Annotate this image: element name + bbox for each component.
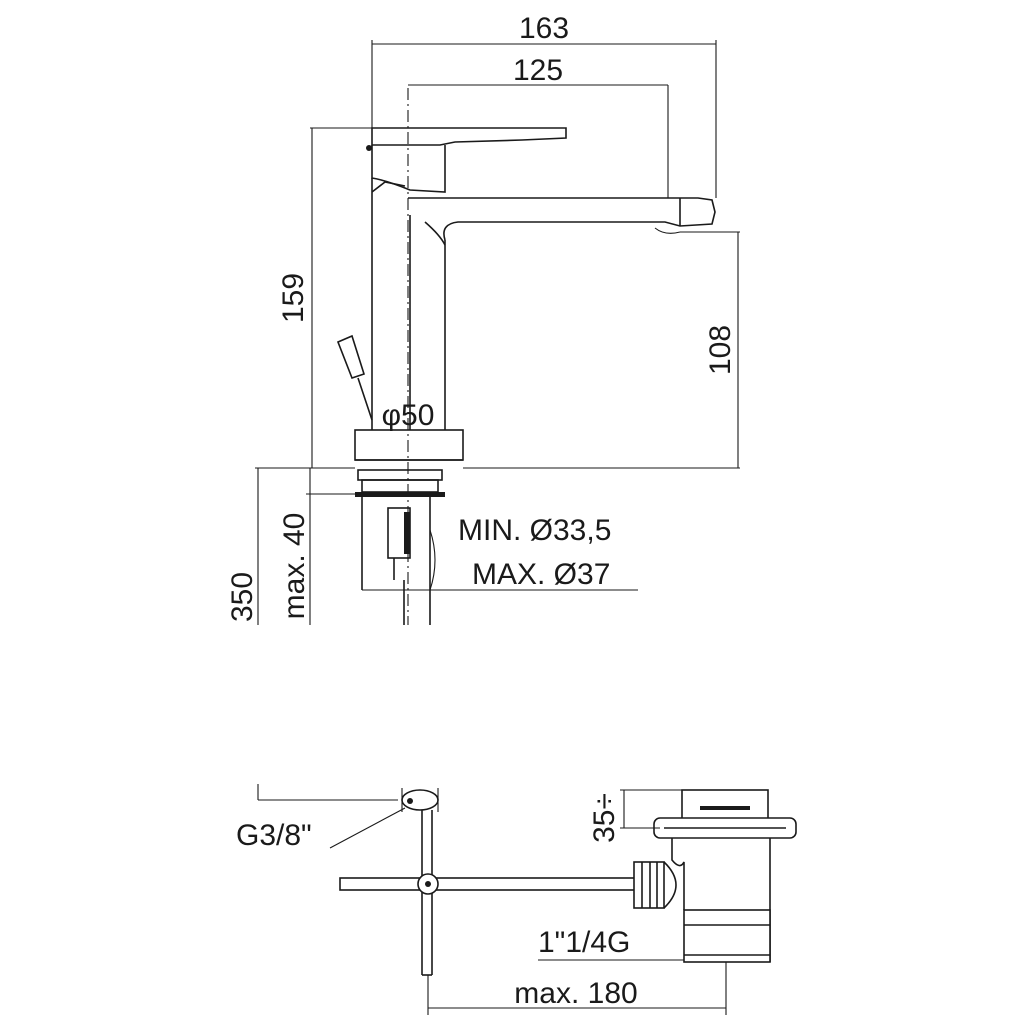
label-max40: max. 40	[278, 513, 311, 620]
label-1-1-4g: 1"1/4G	[538, 926, 630, 959]
waste-connector	[633, 861, 665, 909]
lever-handle	[371, 127, 567, 146]
label-phi50: φ50	[382, 399, 435, 432]
dimension-spout-height: 108	[463, 231, 740, 469]
washer-black	[355, 492, 445, 497]
fixing-nut	[361, 479, 439, 493]
lever-pivot	[366, 145, 372, 151]
spout	[408, 197, 716, 241]
label-159: 159	[277, 273, 310, 323]
label-max180: max. 180	[514, 977, 637, 1010]
waste-plug-cap	[681, 789, 769, 821]
label-163: 163	[519, 12, 569, 45]
washer-upper	[357, 469, 443, 481]
dimension-hole-diameter: MIN. Ø33,5 MAX. Ø37	[362, 514, 638, 591]
popup-knob	[336, 334, 365, 379]
leader-g38	[329, 807, 406, 849]
label-350: 350	[226, 572, 259, 622]
popup-rod	[357, 377, 373, 421]
faucet-side-elevation	[336, 88, 716, 625]
waste-nut	[683, 909, 771, 963]
dimension-base-diameter: φ50	[372, 399, 445, 432]
stud-thread	[404, 512, 410, 554]
spout-joint	[424, 221, 446, 246]
dimension-spout-length: 125	[408, 54, 669, 198]
horizontal-rod	[339, 877, 636, 891]
label-min-hole: MIN. Ø33,5	[458, 514, 611, 547]
waste-body-left	[671, 838, 685, 910]
base-flange	[354, 429, 464, 461]
label-108: 108	[704, 325, 737, 375]
label-g38: G3/8"	[236, 819, 312, 852]
label-35: 35÷	[588, 793, 621, 843]
dimension-overall-length: 163	[371, 12, 717, 198]
dimension-height: 159	[277, 127, 372, 468]
dimension-hose-length: 350	[226, 468, 259, 625]
waste-assembly-view: G3/8" 35÷ 1"1/4G	[236, 784, 797, 1015]
label-125: 125	[513, 54, 563, 87]
dimension-max-thickness: max. 40	[278, 468, 358, 625]
aerator-outlet	[654, 227, 681, 234]
label-max-hole: MAX. Ø37	[472, 558, 610, 591]
housing-curve	[371, 181, 406, 193]
